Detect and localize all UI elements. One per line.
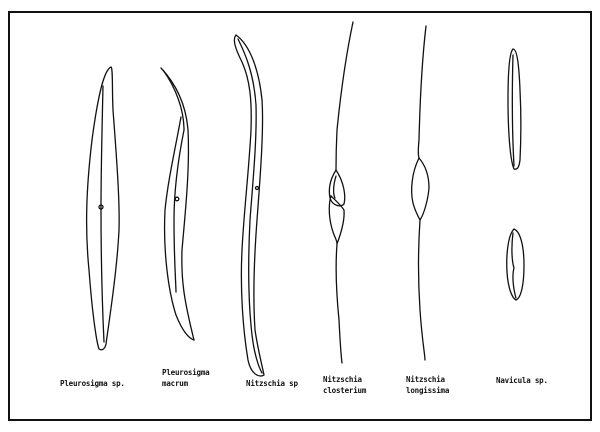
nitzschia-sp-drawing — [233, 34, 265, 377]
pleurosigma-macrum-drawing — [160, 67, 195, 341]
label-navicula-sp: Navicula sp. — [496, 375, 548, 386]
label-pleurosigma-sp: Pleurosigma sp. — [60, 378, 125, 389]
pleurosigma-sp-drawing — [85, 66, 120, 351]
label-nitzschia-closterium: Nitzschia closterium — [323, 374, 366, 396]
label-line: Pleurosigma sp. — [60, 379, 125, 388]
nitzschia-closterium-drawing — [328, 21, 354, 364]
label-line: macrum — [162, 379, 188, 388]
label-pleurosigma-macrum: Pleurosigma macrum — [162, 367, 210, 389]
label-nitzschia-longissima: Nitzschia longissima — [406, 374, 449, 396]
label-line: Nitzschia sp — [246, 379, 298, 388]
label-line: longissima — [406, 386, 450, 395]
label-line: Nitzschia — [323, 375, 362, 384]
label-nitzschia-sp: Nitzschia sp — [246, 378, 298, 389]
figure-frame — [8, 11, 592, 421]
label-line: closterium — [323, 386, 367, 395]
navicula-sp-drawing — [506, 48, 525, 301]
label-line: Nitzschia — [406, 375, 445, 384]
label-line: Navicula sp. — [496, 376, 548, 385]
label-line: Pleurosigma — [162, 368, 210, 377]
nitzschia-longissima-drawing — [411, 25, 430, 361]
